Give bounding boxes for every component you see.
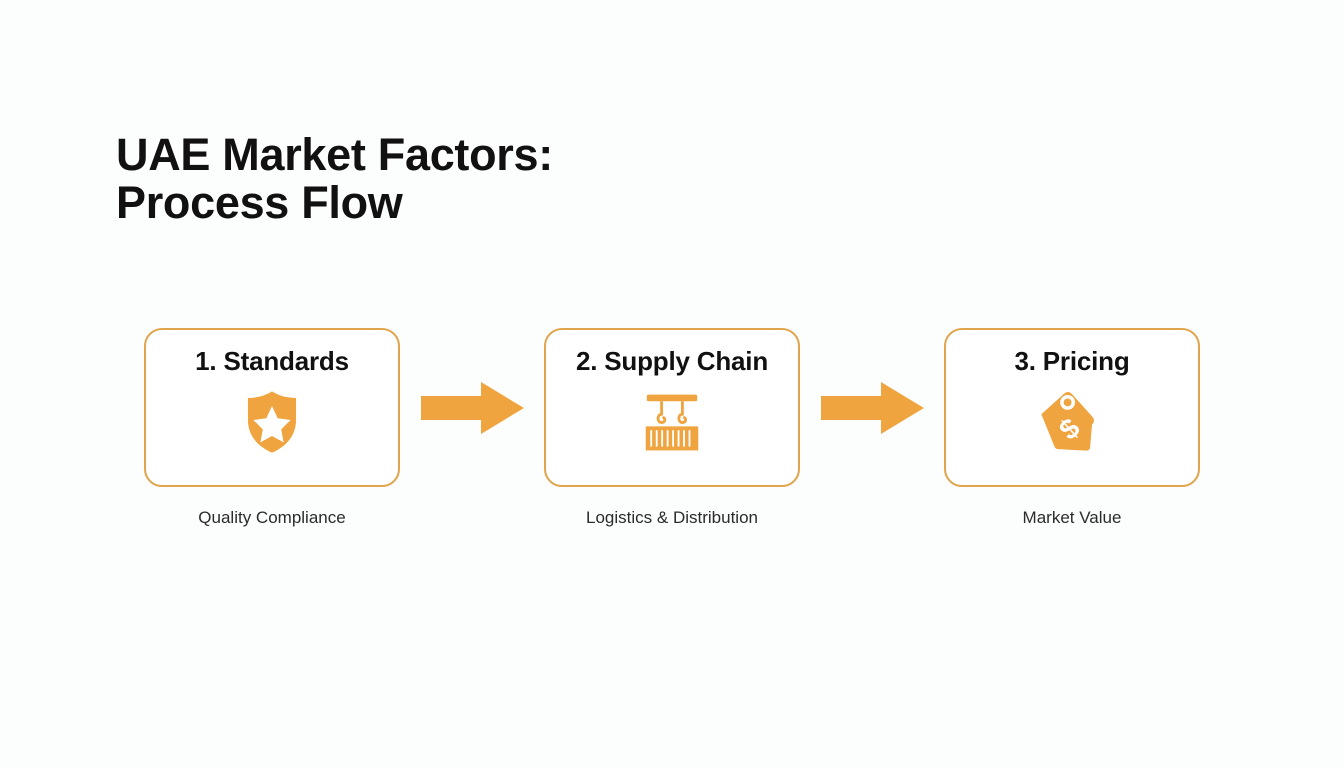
step-title: 3. Pricing (1014, 346, 1130, 376)
shield-star-icon (236, 386, 308, 458)
price-tag-dollar-icon: $ (1036, 386, 1108, 458)
arrow-right-icon (820, 328, 924, 487)
process-flow-diagram: 1. Standards Quality Compliance 2. Suppl… (144, 328, 1200, 543)
shipping-container-crane-icon (636, 386, 708, 458)
step-card-pricing[interactable]: 3. Pricing $ (944, 328, 1200, 487)
process-step-standards[interactable]: 1. Standards Quality Compliance (144, 328, 400, 526)
step-title: 2. Supply Chain (575, 346, 769, 376)
process-step-pricing[interactable]: 3. Pricing $ Market Value (944, 328, 1200, 526)
step-card-supply-chain[interactable]: 2. Supply Chain (544, 328, 800, 487)
step-title: 1. Standards (195, 346, 349, 376)
step-card-standards[interactable]: 1. Standards (144, 328, 400, 487)
step-caption: Market Value (1022, 508, 1122, 527)
step-caption: Logistics & Distribution (586, 508, 758, 527)
process-step-supply-chain[interactable]: 2. Supply Chain (544, 328, 800, 526)
page-title: UAE Market Factors: Process Flow (116, 129, 553, 229)
step-caption: Quality Compliance (198, 508, 346, 527)
arrow-right-icon (420, 328, 524, 487)
